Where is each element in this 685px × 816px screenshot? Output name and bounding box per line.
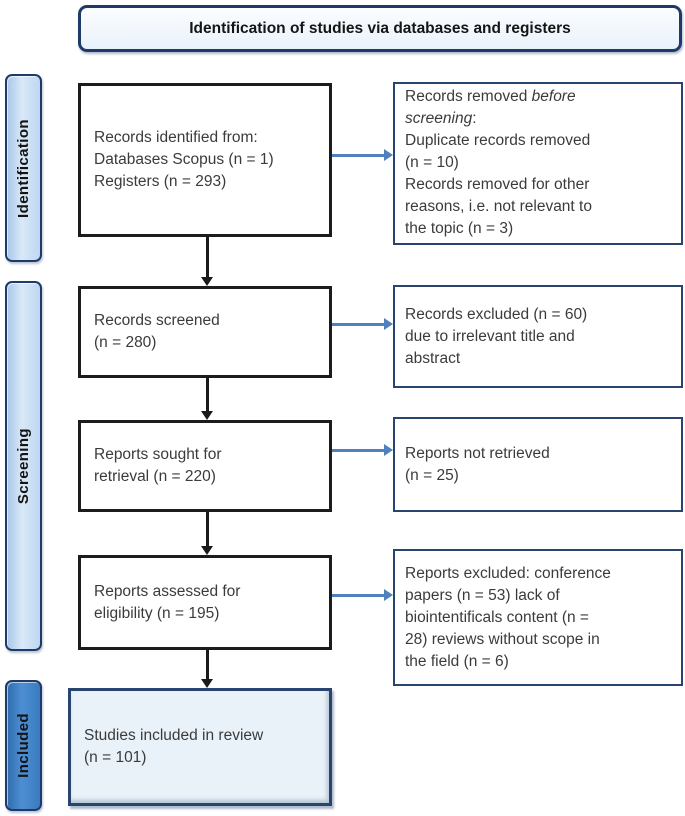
stage-label-included-text: Included [15,713,32,778]
box-studies-included: Studies included in review (n = 101) [68,688,332,806]
arrow-right-icon [384,318,393,330]
box-records-removed-text: Records removed before screening: Duplic… [405,88,592,237]
box-records-screened: Records screened (n = 280) [78,286,332,378]
stage-label-identification-text: Identification [15,118,32,218]
arrow-down-icon [201,277,213,286]
arrow-stem [332,594,386,597]
arrow-stem [206,650,209,681]
arrow-stem [332,154,386,157]
arrow-stem [206,237,209,279]
stage-label-screening: Screening [5,281,42,651]
box-studies-included-text: Studies included in review (n = 101) [84,727,264,766]
arrow-down-assessed-to-included [201,650,214,688]
box-records-identified: Records identified from: Databases Scopu… [78,83,332,237]
arrow-right-to-reports-excluded [332,589,393,602]
box-records-identified-text: Records identified from: Databases Scopu… [94,129,274,190]
stage-label-included: Included [5,680,42,811]
box-records-excluded-text: Records excluded (n = 60) due to irrelev… [405,305,588,367]
arrow-stem [332,449,386,452]
stage-label-identification: Identification [5,74,42,262]
box-reports-not-retrieved: Reports not retrieved (n = 25) [393,417,683,512]
box-reports-not-retrieved-text: Reports not retrieved (n = 25) [405,444,550,484]
box-reports-excluded-text: Reports excluded: conference papers (n =… [405,564,611,670]
box-records-screened-text: Records screened (n = 280) [94,312,220,351]
arrow-right-icon [384,589,393,601]
box-reports-excluded: Reports excluded: conference papers (n =… [393,549,683,686]
arrow-right-icon [384,444,393,456]
diagram-title: Identification of studies via databases … [189,19,571,37]
box-reports-assessed: Reports assessed for eligibility (n = 19… [78,555,332,650]
arrow-right-to-not-retrieved [332,444,393,457]
arrow-stem [206,512,209,548]
arrow-stem [332,323,386,326]
stage-label-screening-text: Screening [15,427,32,505]
arrow-down-icon [201,546,213,555]
arrow-right-icon [384,149,393,161]
box-records-removed-before-screening: Records removed before screening: Duplic… [393,82,683,245]
box-records-excluded: Records excluded (n = 60) due to irrelev… [393,285,683,388]
arrow-down-icon [201,679,213,688]
box-reports-sought-text: Reports sought for retrieval (n = 220) [94,446,222,485]
arrow-stem [206,378,209,413]
diagram-title-box: Identification of studies via databases … [78,5,682,52]
box-reports-assessed-text: Reports assessed for eligibility (n = 19… [94,582,241,622]
box-reports-sought: Reports sought for retrieval (n = 220) [78,420,332,512]
arrow-down-icon [201,411,213,420]
arrow-right-to-removed [332,149,393,162]
arrow-down-identified-to-screened [201,237,214,286]
arrow-down-screened-to-sought [201,378,214,420]
arrow-down-sought-to-assessed [201,512,214,555]
arrow-right-to-excluded [332,318,393,331]
